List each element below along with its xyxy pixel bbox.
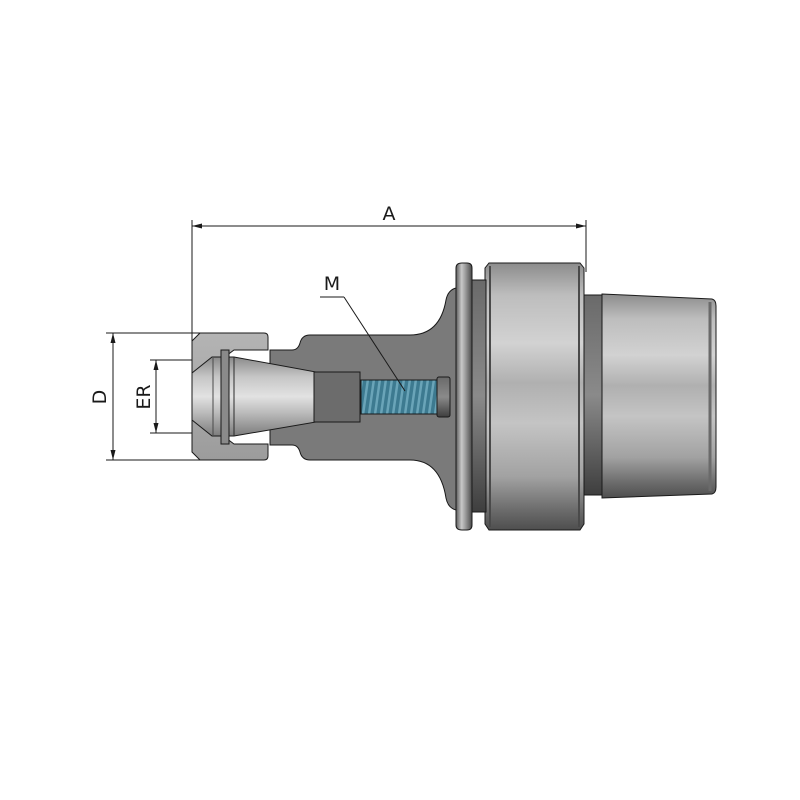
collar-ring bbox=[484, 262, 585, 531]
taper-shank bbox=[583, 293, 717, 499]
inner-bore bbox=[313, 371, 361, 423]
dimension-er: ER bbox=[133, 359, 232, 434]
collet bbox=[191, 349, 317, 445]
v-groove bbox=[471, 279, 487, 513]
thread-m bbox=[360, 376, 451, 418]
dimension-a-label: A bbox=[383, 203, 396, 225]
dimension-d-label: D bbox=[89, 390, 111, 405]
flange-disc bbox=[455, 262, 473, 531]
dimension-m: M bbox=[320, 273, 406, 392]
dimension-m-label: M bbox=[324, 273, 340, 295]
dimension-er-label: ER bbox=[133, 384, 155, 409]
dimension-d: D bbox=[89, 332, 205, 461]
dimension-a: A bbox=[191, 203, 587, 345]
